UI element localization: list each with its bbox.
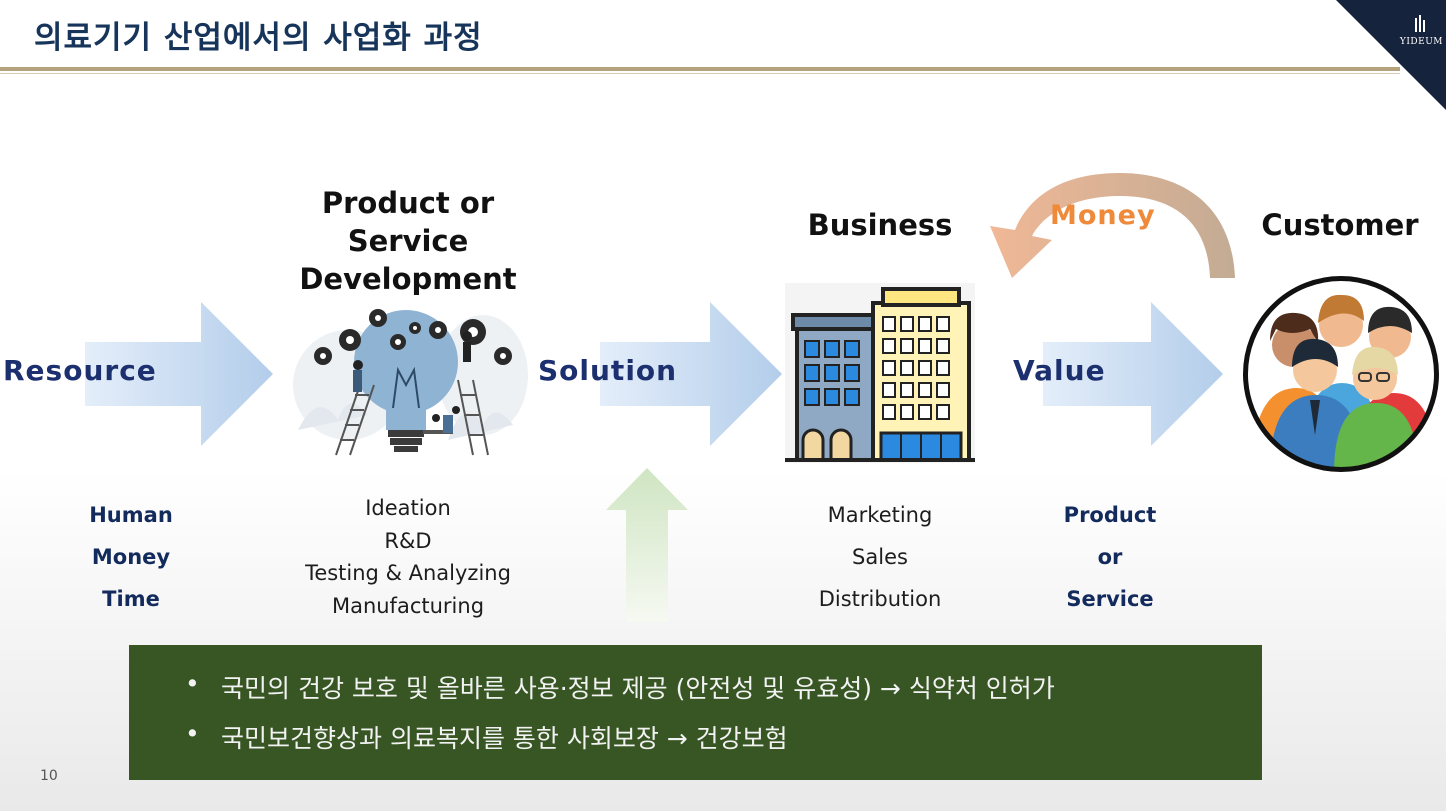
business-heading: Business	[807, 208, 953, 242]
business-list: Marketing Sales Distribution	[790, 494, 970, 620]
bullet-text: 국민보건향상과 의료복지를 통한 사회보장 → 건강보험	[221, 724, 788, 753]
development-list: Ideation R&D Testing & Analyzing Manufac…	[268, 492, 548, 622]
solution-label: Solution	[538, 354, 678, 387]
customer-heading: Customer	[1261, 208, 1419, 242]
development-list-item: Manufacturing	[331, 593, 485, 618]
business-list-item: Sales	[852, 545, 908, 569]
development-heading-line2: Development	[299, 262, 517, 296]
business-list-item: Marketing	[827, 503, 933, 527]
title-divider	[0, 67, 1400, 71]
development-heading: Product or Service Development	[258, 184, 558, 298]
value-arrow	[1043, 302, 1223, 446]
customer-group-icon	[1243, 276, 1439, 472]
bullet-dot-icon: •	[185, 669, 200, 698]
money-arrow-icon	[990, 173, 1235, 278]
value-list-item: or	[1097, 545, 1123, 569]
money-label: Money	[1050, 200, 1156, 231]
development-heading-line1: Product or Service	[321, 186, 495, 258]
value-list: Product or Service	[1040, 494, 1180, 620]
up-arrow	[606, 468, 688, 622]
resource-list-item: Human	[89, 503, 173, 527]
business-list-item: Distribution	[818, 587, 942, 611]
title-divider-thin	[0, 73, 1400, 74]
value-list-item: Service	[1066, 587, 1154, 611]
page-number: 10	[40, 768, 58, 784]
building-icon	[785, 283, 975, 463]
value-list-item: Product	[1063, 503, 1157, 527]
resource-list-item: Money	[91, 545, 171, 569]
lightbulb-gears-illustration	[293, 309, 528, 456]
bullet-text: 국민의 건강 보호 및 올바른 사용·정보 제공 (안전성 및 유효성) → 식…	[221, 674, 1055, 703]
value-label: Value	[1013, 354, 1106, 387]
development-list-item: Ideation	[365, 496, 451, 520]
logo-icon	[1415, 15, 1425, 32]
resource-list: Human Money Time	[60, 494, 202, 620]
logo-text: YIDEUM	[1399, 37, 1443, 47]
logo-corner	[1336, 0, 1446, 110]
solution-arrow	[600, 302, 782, 446]
slide-title: 의료기기 산업에서의 사업화 과정	[34, 20, 483, 56]
development-list-item: Testing & Analyzing	[305, 561, 511, 585]
bullet-dot-icon: •	[185, 719, 200, 748]
resource-label: Resource	[3, 354, 157, 387]
resource-arrow	[85, 302, 273, 446]
resource-list-item: Time	[102, 587, 160, 611]
bullet-box: • 국민의 건강 보호 및 올바른 사용·정보 제공 (안전성 및 유효성) →…	[129, 645, 1262, 780]
development-list-item: R&D	[384, 528, 432, 553]
